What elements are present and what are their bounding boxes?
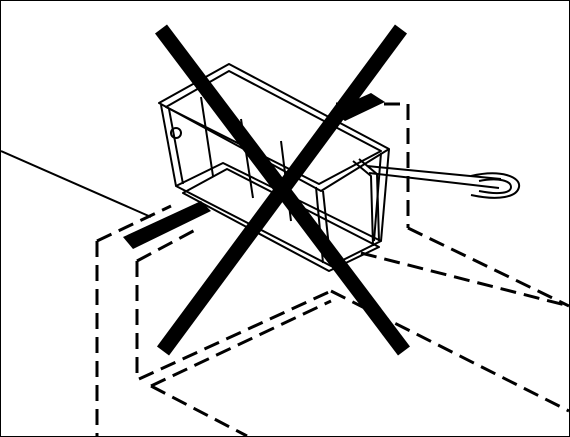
prohibition-x-icon xyxy=(155,24,410,356)
fryer-tank-icon xyxy=(95,102,569,436)
leader-line xyxy=(1,150,152,218)
fry-basket-icon xyxy=(158,63,521,272)
